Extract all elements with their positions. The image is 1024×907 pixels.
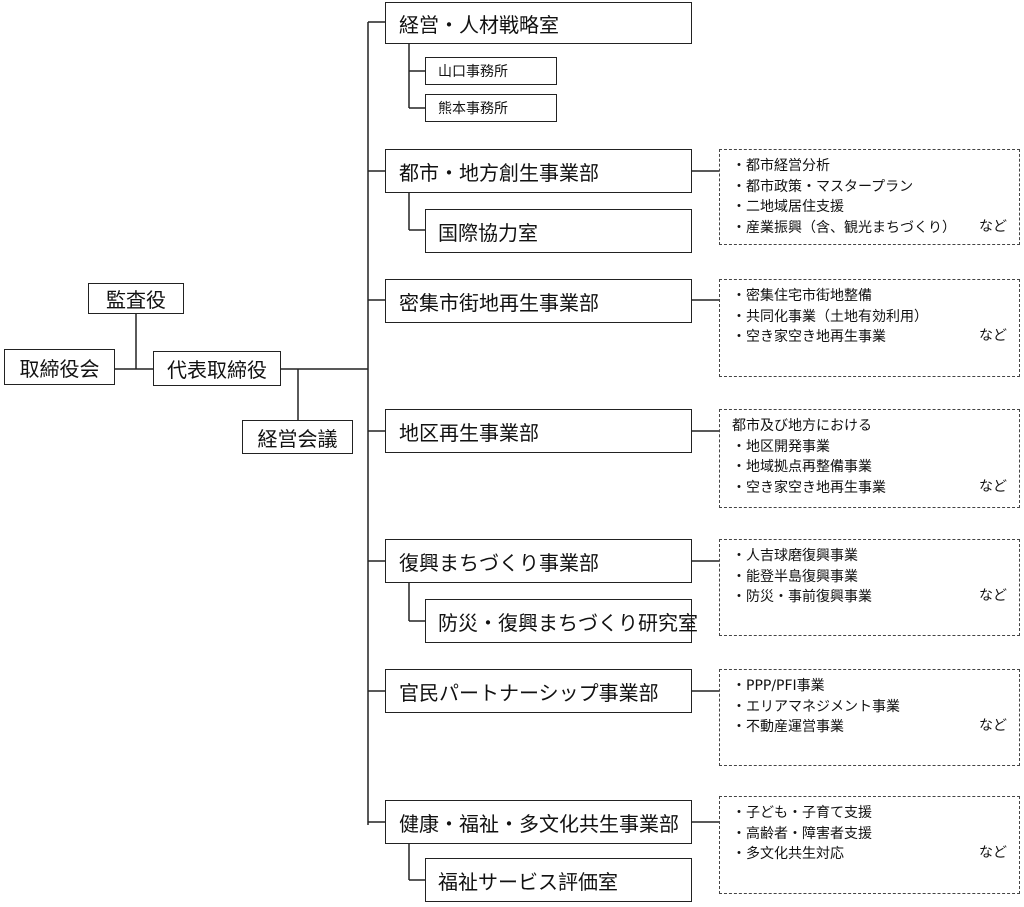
description-item: ・産業振興（含、観光まちづくり）: [732, 219, 956, 236]
etc-label: など: [979, 328, 1007, 344]
description-item: ・都市政策・マスタープラン: [732, 178, 914, 195]
description-item: ・人吉球磨復興事業: [732, 548, 858, 564]
president-label: 代表取締役: [167, 358, 267, 382]
office-yamaguchi-label: 山口事務所: [438, 64, 508, 80]
international-cooperation-box: 国際協力室: [425, 209, 692, 253]
etc-label: など: [979, 845, 1007, 861]
management-meeting-label: 経営会議: [257, 426, 338, 451]
etc-label: など: [979, 588, 1007, 604]
dept-district-box: 地区再生事業部: [385, 409, 692, 453]
description-item: ・都市経営分析: [732, 158, 830, 174]
auditor-label: 監査役: [106, 288, 166, 312]
dept-district-label: 地区再生事業部: [399, 420, 539, 445]
reconstruction-description: ・人吉球磨復興事業 ・能登半島復興事業 ・防災・事前復興事業 など: [719, 539, 1020, 636]
dept-strategy-box: 経営・人材戦略室: [385, 2, 692, 44]
office-yamaguchi-box: 山口事務所: [425, 57, 557, 85]
description-item: ・多文化共生対応: [732, 846, 844, 862]
dept-urban-regional-box: 都市・地方創生事業部: [385, 149, 692, 193]
welfare-evaluation-label: 福祉サービス評価室: [438, 869, 618, 894]
description-item: ・地域拠点再整備事業: [732, 459, 872, 475]
description-item: ・子ども・子育て支援: [732, 805, 872, 821]
dept-dense-area-box: 密集市街地再生事業部: [385, 279, 692, 323]
description-item: ・能登半島復興事業: [732, 568, 858, 585]
description-item: ・不動産運営事業: [732, 719, 844, 735]
dept-welfare-box: 健康・福祉・多文化共生事業部: [385, 800, 692, 844]
auditor-box: 監査役: [88, 283, 184, 314]
description-item: 都市及び地方における: [732, 418, 872, 434]
description-item: ・二地域居住支援: [732, 199, 844, 215]
international-cooperation-label: 国際協力室: [438, 220, 538, 245]
dept-urban-regional-label: 都市・地方創生事業部: [399, 160, 599, 185]
disaster-reconstruction-lab-label: 防災・復興まちづくり研究室: [438, 610, 698, 635]
disaster-reconstruction-lab-box: 防災・復興まちづくり研究室: [425, 599, 698, 643]
board-of-directors-box: 取締役会: [4, 349, 115, 385]
district-description: 都市及び地方における ・地区開発事業 ・地域拠点再整備事業 ・空き家空き地再生事…: [719, 409, 1020, 508]
dept-reconstruction-box: 復興まちづくり事業部: [385, 539, 692, 583]
management-meeting-box: 経営会議: [242, 420, 353, 454]
description-item: ・エリアマネジメント事業: [732, 698, 900, 715]
ppp-description: ・PPP/PFI事業 ・エリアマネジメント事業 ・不動産運営事業 など: [719, 669, 1020, 766]
description-item: ・空き家空き地再生事業: [732, 329, 886, 345]
dept-reconstruction-label: 復興まちづくり事業部: [399, 550, 599, 575]
dept-strategy-label: 経営・人材戦略室: [399, 12, 559, 37]
dense-area-description: ・密集住宅市街地整備 ・共同化事業（土地有効利用） ・空き家空き地再生事業 など: [719, 279, 1020, 377]
description-item: ・PPP/PFI事業: [732, 678, 825, 694]
description-item: ・防災・事前復興事業: [732, 589, 872, 605]
description-item: ・密集住宅市街地整備: [732, 288, 872, 304]
etc-label: など: [979, 219, 1007, 235]
board-of-directors-label: 取締役会: [19, 356, 100, 381]
office-kumamoto-label: 熊本事務所: [438, 101, 508, 117]
dept-welfare-label: 健康・福祉・多文化共生事業部: [399, 811, 679, 836]
welfare-evaluation-box: 福祉サービス評価室: [425, 858, 692, 902]
description-item: ・高齢者・障害者支援: [732, 825, 872, 842]
description-item: ・空き家空き地再生事業: [732, 479, 886, 496]
urban-regional-description: ・都市経営分析 ・都市政策・マスタープラン ・二地域居住支援 ・産業振興（含、観…: [719, 149, 1020, 245]
office-kumamoto-box: 熊本事務所: [425, 94, 557, 122]
description-item: ・共同化事業（土地有効利用）: [732, 308, 928, 325]
dept-ppp-box: 官民パートナーシップ事業部: [385, 669, 692, 713]
etc-label: など: [979, 718, 1007, 734]
welfare-description: ・子ども・子育て支援 ・高齢者・障害者支援 ・多文化共生対応 など: [719, 796, 1020, 894]
dept-dense-area-label: 密集市街地再生事業部: [399, 290, 599, 315]
dept-ppp-label: 官民パートナーシップ事業部: [399, 680, 659, 705]
president-box: 代表取締役: [153, 351, 281, 386]
etc-label: など: [979, 479, 1007, 495]
description-item: ・地区開発事業: [732, 438, 830, 455]
